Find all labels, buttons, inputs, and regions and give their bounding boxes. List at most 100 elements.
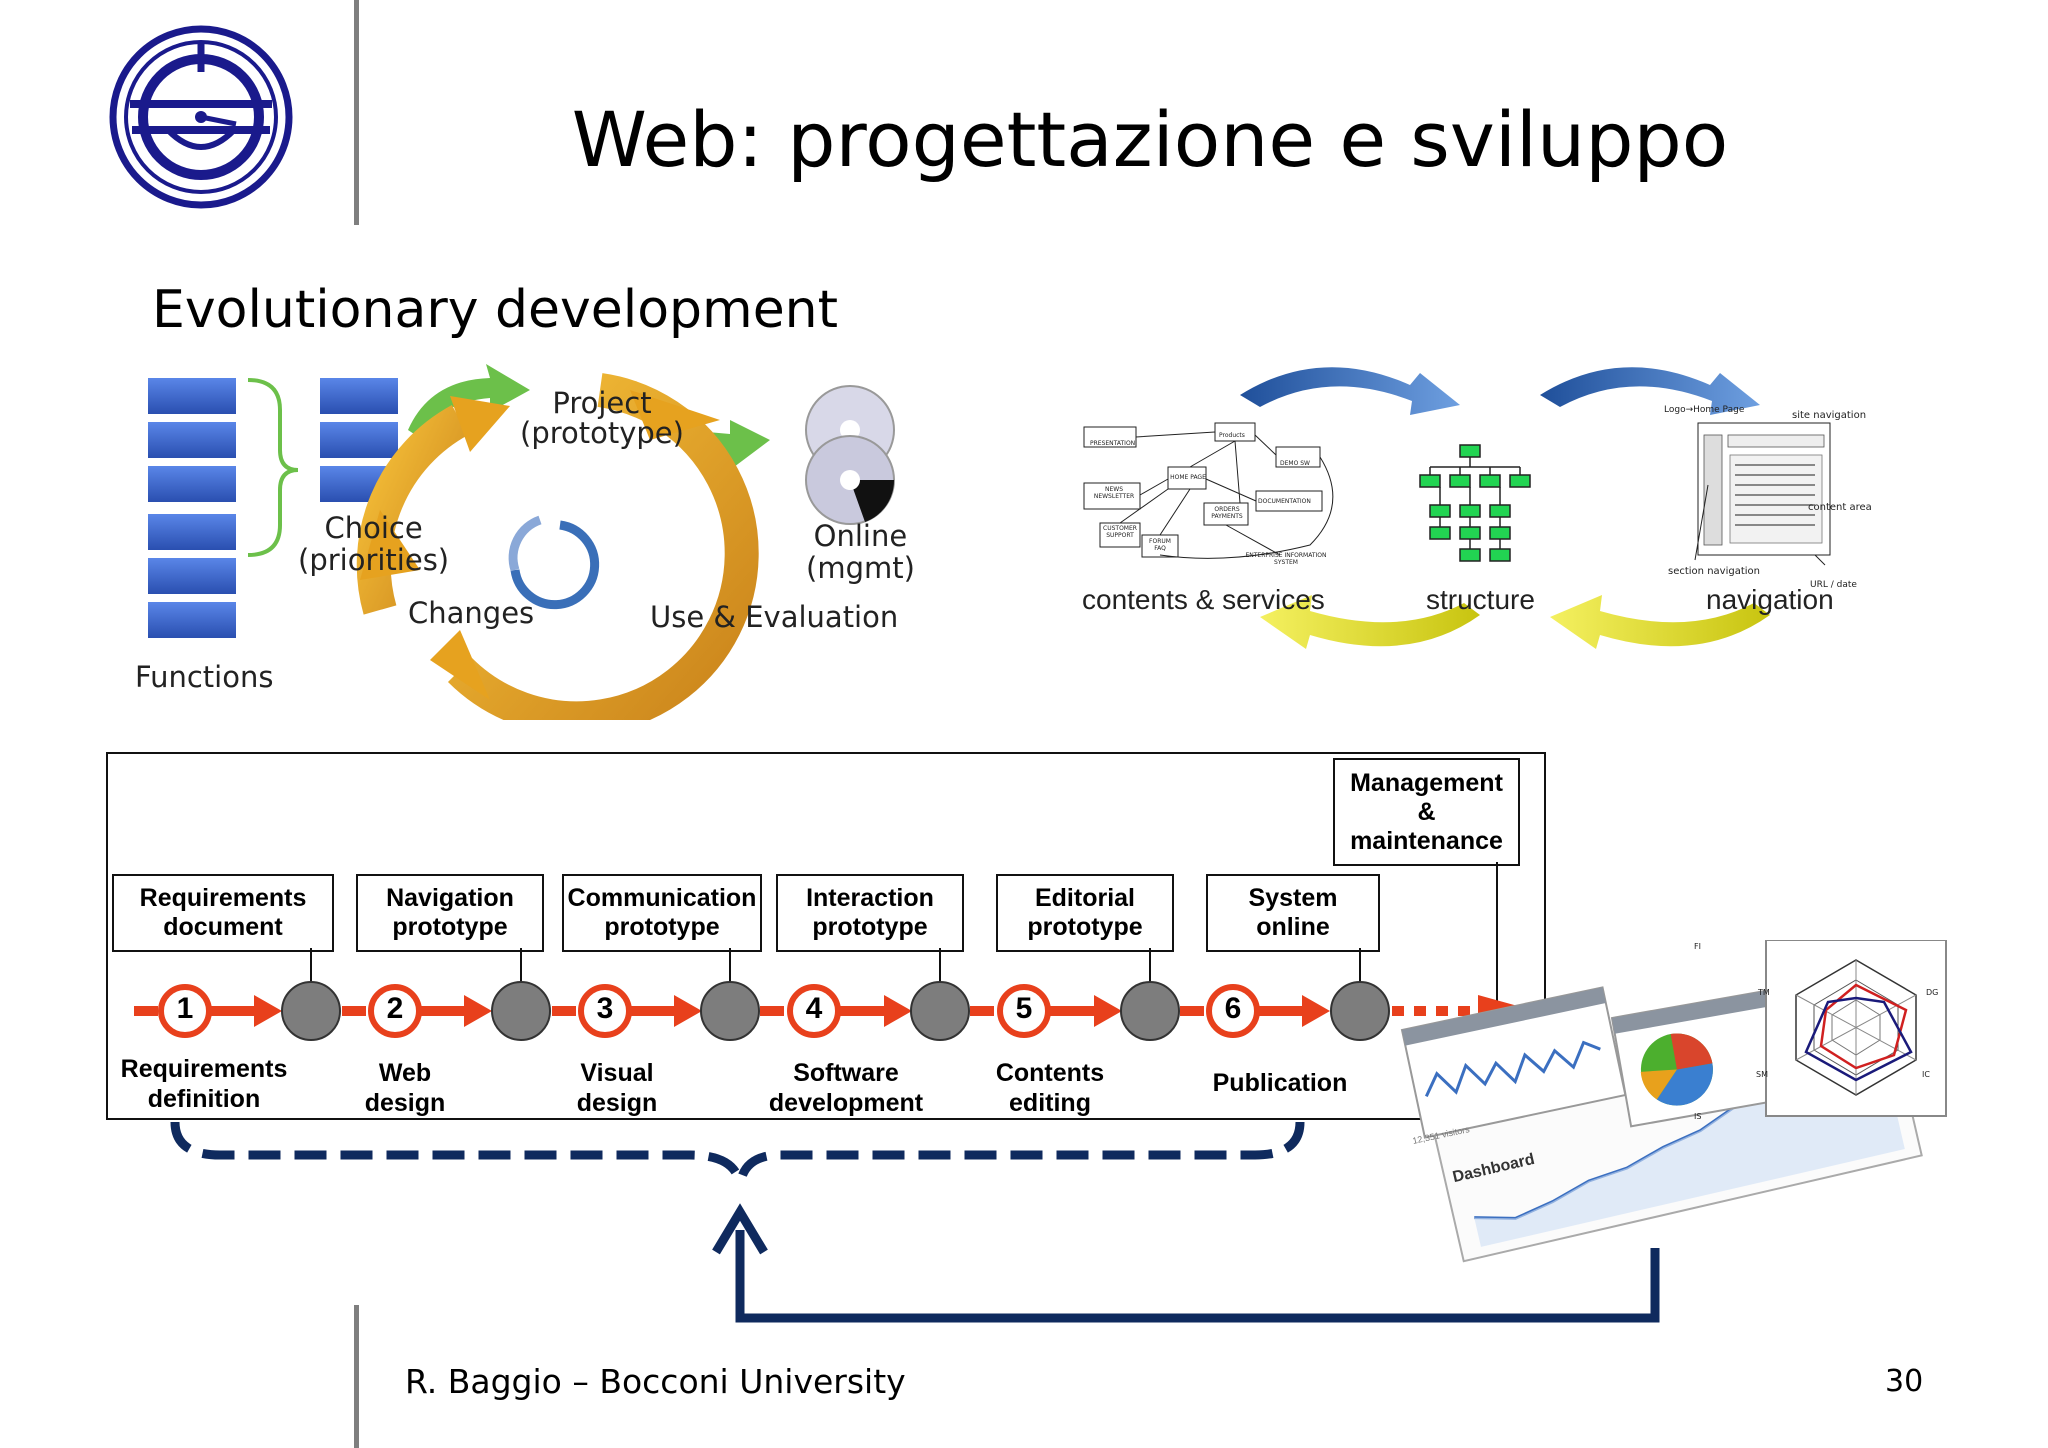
sitemap-node-orders: ORDERS PAYMENTS xyxy=(1211,506,1243,520)
sitemap-node-docs: DOCUMENTATION xyxy=(1258,498,1311,505)
slide-subtitle: Evolutionary development xyxy=(152,280,839,340)
changes-label: Changes xyxy=(408,596,535,630)
sitemap-node-forum: FORUM FAQ xyxy=(1149,538,1171,552)
evolutionary-diagram xyxy=(148,364,895,720)
step-label-line2: development xyxy=(768,1089,924,1117)
step-software-development: Software development xyxy=(756,1058,936,1118)
structure-label: structure xyxy=(1426,584,1535,615)
radar-axis-fi: FI xyxy=(1694,942,1701,951)
deliverable-navigation-prototype: Navigation prototype xyxy=(356,874,544,952)
radar-axis-tm: TM xyxy=(1758,988,1770,997)
step-publication: Publication xyxy=(1200,1068,1360,1098)
choice-line1: Choice xyxy=(324,511,423,545)
step-contents-editing: Contents editing xyxy=(975,1058,1125,1118)
step-label-line1: Requirements xyxy=(120,1055,288,1083)
project-label: Project (prototype) xyxy=(520,388,684,448)
step-6-number: 6 xyxy=(1224,992,1242,1025)
gray-milestones xyxy=(281,981,1390,1041)
analytics-collage xyxy=(1400,940,1947,1263)
deliverable-line1: Communication xyxy=(567,884,757,912)
functions-label: Functions xyxy=(135,660,274,694)
deliverable-line2: prototype xyxy=(812,913,928,941)
structure-tree xyxy=(1419,444,1531,562)
sitemap-node-home: HOME PAGE xyxy=(1170,474,1206,481)
sitemap-node-presentation: PRESENTATION xyxy=(1090,440,1136,447)
online-line1: Online xyxy=(813,519,908,553)
sitemap-node-news: NEWS NEWSLETTER xyxy=(1093,486,1135,500)
deliverable-requirements-document: Requirements document xyxy=(112,874,334,952)
traffic-sources-card xyxy=(1610,982,1830,1128)
project-line2: (prototype) xyxy=(520,416,684,450)
step-web-design: Web design xyxy=(340,1058,470,1118)
footer-divider xyxy=(354,1305,359,1448)
step-label-line1: Software xyxy=(793,1059,899,1087)
header-divider xyxy=(354,0,359,225)
management-line1: Management xyxy=(1350,768,1503,797)
deliverable-line1: Requirements xyxy=(139,884,307,912)
online-label: Online (mgmt) xyxy=(806,520,915,584)
sitemap-graphic xyxy=(1083,422,1334,559)
choice-line2: (priorities) xyxy=(298,543,450,577)
page-number: 30 xyxy=(1885,1364,1924,1399)
management-line2: & xyxy=(1417,797,1436,826)
deliverable-line2: prototype xyxy=(392,913,508,941)
connector-lines xyxy=(310,862,1498,1012)
step-label-line2: design xyxy=(364,1089,446,1117)
visitors-overview-card xyxy=(1400,986,1627,1139)
sitemap-node-products: Products xyxy=(1219,432,1245,439)
feedback-dashed-right xyxy=(735,1121,1305,1186)
step-label-line2: design xyxy=(576,1089,658,1117)
deliverable-system-online: System online xyxy=(1206,874,1380,952)
slide-title: Web: progettazione e sviluppo xyxy=(571,95,1729,184)
online-line2: (mgmt) xyxy=(806,551,915,585)
step-1-number: 1 xyxy=(176,992,194,1025)
step-requirements-definition: Requirements definition xyxy=(112,1054,296,1114)
step-label-line2: editing xyxy=(1009,1089,1091,1117)
deliverable-line1: Editorial xyxy=(1034,884,1135,912)
step-label-line1: Web xyxy=(378,1059,432,1087)
deliverable-line2: document xyxy=(163,913,283,941)
sitemap-node-demo: DEMO SW xyxy=(1280,460,1310,467)
nav-label-logo: Logo→Home Page xyxy=(1664,405,1745,415)
nav-label-section-navigation: section navigation xyxy=(1668,566,1760,577)
deliverable-line2: online xyxy=(1256,913,1330,941)
radar-axis-sm: SM xyxy=(1756,1070,1768,1079)
choice-label: Choice (priorities) xyxy=(298,512,449,576)
step-label-line1: Publication xyxy=(1212,1069,1348,1097)
step-3-number: 3 xyxy=(596,992,614,1025)
step-label-line2: definition xyxy=(147,1085,261,1113)
deliverable-line2: prototype xyxy=(1027,913,1143,941)
step-5-number: 5 xyxy=(1015,992,1033,1025)
step-circles xyxy=(158,984,1260,1038)
deliverable-communication-prototype: Communication prototype xyxy=(562,874,762,952)
navigation-wireframe xyxy=(1694,422,1831,566)
deliverable-line1: Interaction xyxy=(806,884,934,912)
feedback-return-line xyxy=(735,1230,1660,1323)
feedback-arrowhead xyxy=(712,1203,768,1255)
feedback-dashed-left xyxy=(170,1121,745,1186)
content-structure-navigation-cycle xyxy=(1083,367,1831,649)
project-line1: Project xyxy=(552,386,652,420)
process-frame xyxy=(106,752,1546,1120)
university-logo xyxy=(109,25,293,209)
sitemap-node-support: CUSTOMER SUPPORT xyxy=(1103,525,1137,539)
footer-author: R. Baggio – Bocconi University xyxy=(405,1362,906,1401)
navigation-label: navigation xyxy=(1706,584,1834,615)
deliverable-line1: Navigation xyxy=(386,884,514,912)
radar-chart-card xyxy=(1765,940,1947,1117)
step-4-number: 4 xyxy=(805,992,823,1025)
step-visual-design: Visual design xyxy=(552,1058,682,1118)
nav-label-content-area: content area xyxy=(1808,502,1872,513)
sitemap-node-enterprise: ENTERPRISE INFORMATION SYSTEM xyxy=(1245,552,1327,566)
nav-label-url-date: URL / date xyxy=(1810,580,1857,590)
contents-services-label: contents & services xyxy=(1082,584,1325,615)
radar-axis-is: IS xyxy=(1694,1112,1702,1121)
radar-axis-ic: IC xyxy=(1922,1070,1930,1079)
step-2-number: 2 xyxy=(386,992,404,1025)
deliverable-line2: prototype xyxy=(604,913,720,941)
deliverable-editorial-prototype: Editorial prototype xyxy=(996,874,1174,952)
step-arrows xyxy=(134,995,1536,1027)
management-box: Management & maintenance xyxy=(1333,758,1520,866)
deliverable-interaction-prototype: Interaction prototype xyxy=(776,874,964,952)
